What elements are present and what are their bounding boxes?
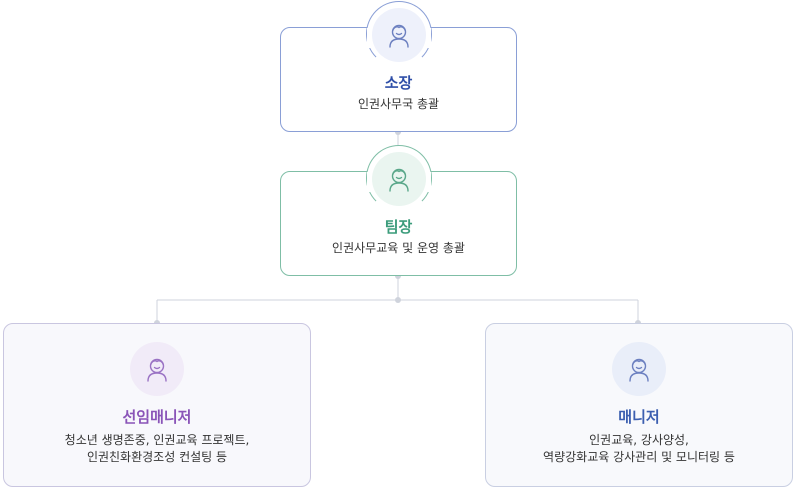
card-title: 소장 [384,74,413,92]
team-lead-card: 팀장 인권사무교육 및 운영 총괄 [280,145,517,276]
person-icon [612,342,666,396]
description-line: 인권친화환경조성 컨설팅 등 [86,450,228,464]
card-title: 선임매니저 [122,408,192,426]
description-line: 역량강화교육 강사관리 및 모니터링 등 [543,450,735,464]
card-description: 청소년 생명존중, 인권교육 프로젝트, 인권친화환경조성 컨설팅 등 [14,432,300,466]
director-card: 소장 인권사무국 총괄 [280,1,517,132]
description-line: 인권교육, 강사양성, [589,433,689,447]
description-line: 청소년 생명존중, 인권교육 프로젝트, [64,433,250,447]
connector-dot [395,297,401,303]
card-description: 인권사무국 총괄 [357,97,440,111]
senior-manager-card: 선임매니저 청소년 생명존중, 인권교육 프로젝트, 인권친화환경조성 컨설팅 … [3,323,311,487]
person-icon [371,8,426,62]
card-title: 매니저 [618,408,660,426]
manager-card: 매니저 인권교육, 강사양성, 역량강화교육 강사관리 및 모니터링 등 [485,323,793,487]
card-description: 인권교육, 강사양성, 역량강화교육 강사관리 및 모니터링 등 [496,432,782,466]
person-icon [130,342,184,396]
card-title: 팀장 [384,218,413,236]
card-description: 인권사무교육 및 운영 총괄 [332,241,465,255]
person-icon [371,152,426,206]
